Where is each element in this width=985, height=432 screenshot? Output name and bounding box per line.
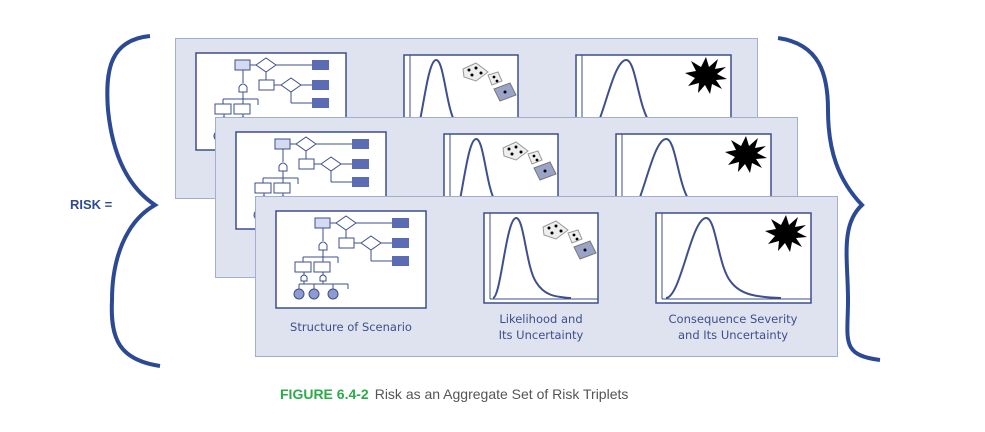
gate-icon [278,162,288,172]
initiating-event-box [314,217,331,229]
decision-diamond [360,235,382,251]
end-state-box [352,159,369,169]
event-box [254,182,272,194]
initiating-event-box [274,138,291,150]
figure-title: Risk as an Aggregate Set of Risk Triplet… [374,386,629,402]
consequence-distribution-plot [655,212,812,304]
decision-diamond [320,156,342,172]
event-box [214,103,232,115]
event-box [294,261,312,273]
likelihood-label-line1: Likelihood and [499,312,583,326]
explosion-starburst-icon [765,215,807,252]
risk-label: RISK = [70,197,113,212]
event-box [233,103,251,115]
gate-icon [238,83,248,93]
gate-icon [319,274,327,282]
end-state-box [392,238,409,248]
decision-diamond [335,215,357,231]
distribution-curve [665,217,782,299]
decision-diamond [280,77,302,93]
consequence-label-line2: and Its Uncertainty [677,328,789,342]
consequence-label-line1: Consequence Severity [668,312,798,326]
end-state-box [312,80,329,90]
explosion-starburst-icon [725,136,767,173]
event-box [273,182,291,194]
explosion-starburst-icon [685,57,727,94]
gate-icon [300,274,308,282]
end-state-box [392,256,409,266]
likelihood-label-line2: Its Uncertainty [498,328,584,342]
decision-diamond [255,57,277,73]
event-box [258,79,275,91]
scenario-structure-diagram [275,210,427,309]
event-box [313,261,331,273]
basic-event-circle [308,288,320,300]
likelihood-distribution-plot [483,212,599,304]
gate-icon [318,241,328,251]
end-state-box [312,98,329,108]
basic-event-circle [293,288,305,300]
end-state-box [312,60,329,70]
dice-icon [542,220,597,260]
initiating-event-box [234,59,251,71]
end-state-box [352,139,369,149]
event-box [298,158,315,170]
scenario-label: Structure of Scenario [290,320,412,334]
basic-event-circle [327,288,339,300]
left-brace [105,34,161,368]
event-box [338,237,355,249]
consequence-label: Consequence Severity and Its Uncertainty [643,311,823,343]
figure-caption: FIGURE 6.4-2 Risk as an Aggregate Set of … [280,386,628,402]
figure-number: FIGURE 6.4-2 [280,386,369,402]
end-state-box [352,177,369,187]
dice-icon [462,62,517,102]
end-state-box [392,218,409,228]
decision-diamond [295,136,317,152]
distribution-curve [492,216,572,299]
right-brace [777,36,881,362]
dice-icon [502,141,557,181]
